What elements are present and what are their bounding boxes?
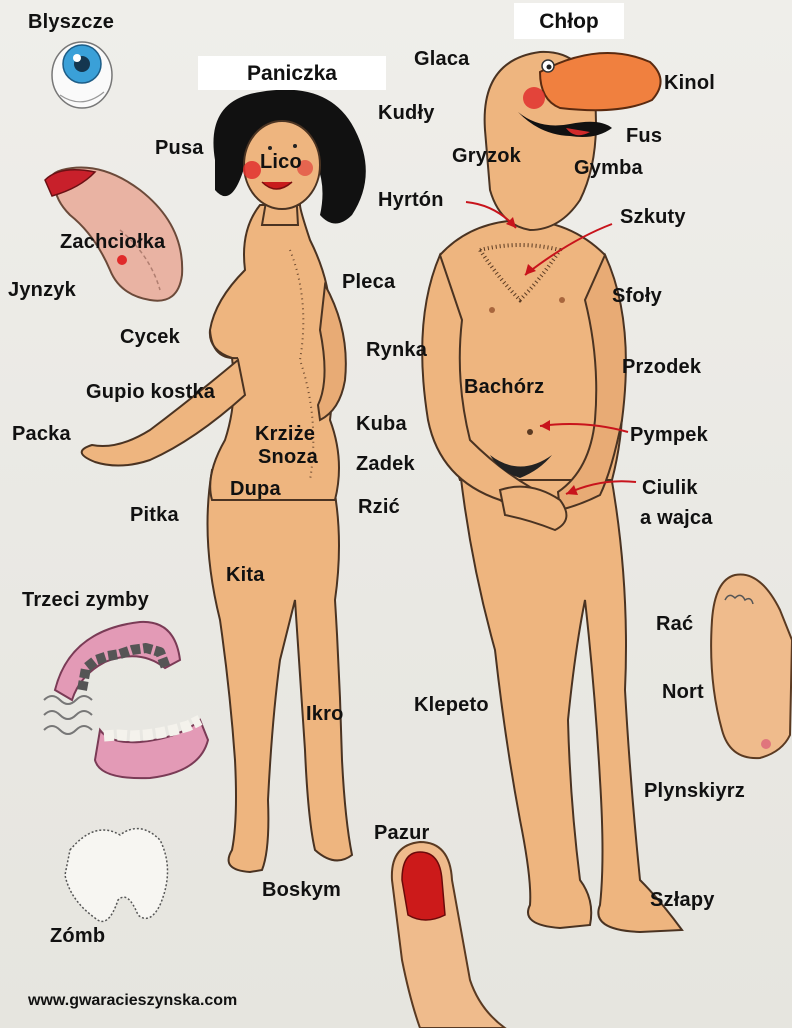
- label-ciulik: Ciulik: [642, 478, 698, 498]
- label-fus: Fus: [626, 126, 662, 146]
- eye-illustration: [52, 42, 112, 108]
- label-gryzok: Gryzok: [452, 146, 521, 166]
- label-pusa: Pusa: [155, 138, 204, 158]
- label-zomb: Zómb: [50, 926, 105, 946]
- label-krzize: Krziże: [255, 424, 315, 444]
- title-paniczka: Paniczka: [198, 56, 386, 90]
- label-pympek: Pympek: [630, 425, 708, 445]
- label-pitka: Pitka: [130, 505, 179, 525]
- label-kinol: Kinol: [664, 73, 715, 93]
- label-lico: Lico: [260, 152, 302, 172]
- label-klepeto: Klepeto: [414, 695, 489, 715]
- label-zachciolka: Zachciołka: [60, 232, 165, 252]
- label-a-wajca: a wajca: [640, 508, 713, 528]
- label-pazur: Pazur: [374, 823, 429, 843]
- label-sfoly: Sfoły: [612, 286, 662, 306]
- label-dupa: Dupa: [230, 479, 281, 499]
- label-szlapy: Szłapy: [650, 890, 715, 910]
- label-kudly: Kudły: [378, 103, 435, 123]
- label-gymba: Gymba: [574, 158, 643, 178]
- label-szkuty: Szkuty: [620, 207, 686, 227]
- label-plynskiyrz: Plynskiyrz: [644, 781, 745, 801]
- label-hyrton: Hyrtón: [378, 190, 444, 210]
- footer-url: www.gwaracieszynska.com: [28, 992, 237, 1010]
- label-boskym: Boskym: [262, 880, 341, 900]
- label-snoza: Snoza: [258, 447, 318, 467]
- label-ikro: Ikro: [306, 704, 343, 724]
- label-zadek: Zadek: [356, 454, 415, 474]
- label-rzic: Rzić: [358, 497, 400, 517]
- label-pleca: Pleca: [342, 272, 395, 292]
- tooth-illustration: [65, 829, 168, 922]
- label-rac: Rać: [656, 614, 693, 634]
- foot-illustration: [711, 574, 792, 758]
- label-blyszcze: Blyszcze: [28, 12, 114, 32]
- label-packa: Packa: [12, 424, 71, 444]
- label-bachorz: Bachórz: [464, 377, 544, 397]
- label-przodek: Przodek: [622, 357, 701, 377]
- label-glaca: Glaca: [414, 49, 469, 69]
- dentures-illustration: [44, 622, 208, 778]
- title-chlop: Chłop: [514, 3, 624, 39]
- label-jynzyk: Jynzyk: [8, 280, 76, 300]
- label-gupio-kostka: Gupio kostka: [86, 382, 215, 402]
- label-kita: Kita: [226, 565, 265, 585]
- label-cycek: Cycek: [120, 327, 180, 347]
- label-trzeci-zymby: Trzeci zymby: [22, 590, 149, 610]
- label-nort: Nort: [662, 682, 704, 702]
- finger-illustration: [392, 842, 505, 1028]
- label-rynka: Rynka: [366, 340, 427, 360]
- label-kuba: Kuba: [356, 414, 407, 434]
